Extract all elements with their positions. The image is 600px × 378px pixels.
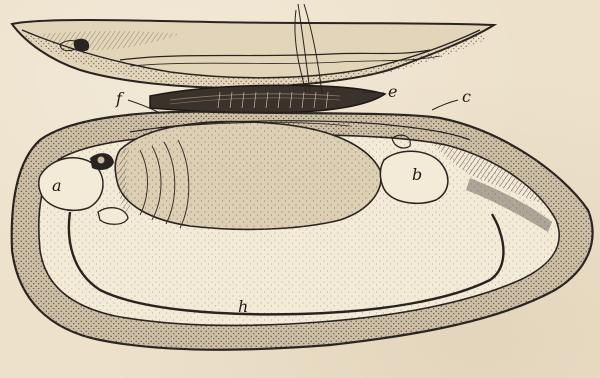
label-f: f bbox=[115, 89, 125, 108]
upper-valve bbox=[12, 20, 494, 88]
label-b: b bbox=[412, 165, 422, 184]
label-e: e bbox=[388, 82, 397, 101]
hinge-ligament bbox=[150, 85, 385, 112]
label-c: c bbox=[462, 87, 471, 106]
label-h: h bbox=[238, 297, 248, 316]
label-a: a bbox=[52, 176, 62, 195]
